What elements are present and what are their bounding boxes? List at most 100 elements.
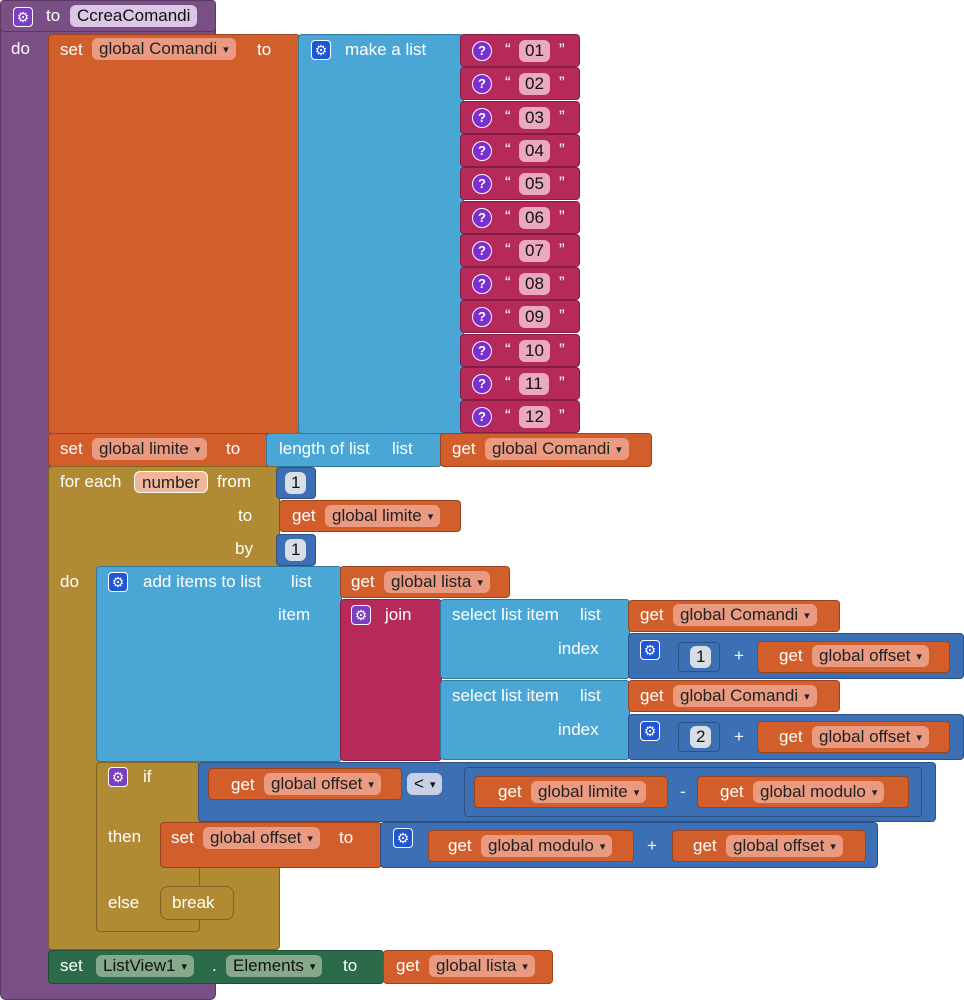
get-label: get bbox=[231, 775, 255, 794]
variable-dropdown-offset[interactable]: global offset bbox=[812, 645, 929, 667]
get-label: get bbox=[351, 572, 375, 591]
variable-dropdown-comandi[interactable]: global Comandi bbox=[92, 38, 236, 60]
text-block[interactable]: ? “ 10 ” bbox=[460, 333, 580, 367]
close-quote-icon: ” bbox=[559, 273, 565, 293]
help-icon[interactable]: ? bbox=[472, 374, 492, 394]
help-icon[interactable]: ? bbox=[472, 240, 492, 261]
to-label: to bbox=[238, 506, 253, 525]
get-label: get bbox=[396, 956, 420, 975]
variable-dropdown-limite[interactable]: global limite bbox=[92, 438, 208, 460]
variable-dropdown-modulo[interactable]: global modulo bbox=[481, 835, 613, 857]
text-field[interactable]: 09 bbox=[519, 306, 550, 329]
text-field[interactable]: 08 bbox=[519, 273, 550, 296]
set-comandi-block[interactable] bbox=[48, 34, 300, 434]
variable-dropdown-offset[interactable]: global offset bbox=[203, 827, 320, 849]
text-field[interactable]: 05 bbox=[519, 173, 550, 196]
set-label: set bbox=[60, 956, 83, 975]
text-field[interactable]: 01 bbox=[519, 40, 550, 62]
select-list-item-block-2[interactable] bbox=[440, 680, 630, 760]
number-field[interactable]: 1 bbox=[690, 646, 712, 668]
variable-dropdown-limite[interactable]: global limite bbox=[531, 781, 647, 803]
variable-dropdown-limite[interactable]: global limite bbox=[325, 505, 441, 527]
else-label: else bbox=[108, 893, 140, 912]
text-block[interactable]: ?“07” bbox=[460, 233, 580, 267]
variable-dropdown-offset[interactable]: global offset bbox=[812, 726, 929, 748]
open-quote-icon: “ bbox=[505, 339, 511, 359]
variable-dropdown-comandi[interactable]: global Comandi bbox=[673, 685, 817, 707]
help-icon[interactable]: ? bbox=[472, 140, 492, 161]
gear-icon[interactable]: ⚙ bbox=[393, 828, 413, 848]
break-block[interactable] bbox=[160, 886, 234, 920]
select-list-item-label: select list item bbox=[452, 686, 559, 705]
help-icon[interactable]: ? bbox=[472, 307, 492, 328]
plus-operator: + bbox=[734, 646, 744, 665]
gear-icon[interactable]: ⚙ bbox=[108, 572, 128, 592]
variable-dropdown-modulo[interactable]: global modulo bbox=[753, 781, 885, 803]
text-field[interactable]: 02 bbox=[519, 73, 550, 96]
help-icon[interactable]: ? bbox=[472, 207, 492, 228]
text-field[interactable]: 11 bbox=[519, 373, 549, 395]
text-block[interactable]: ?“09” bbox=[460, 300, 580, 334]
variable-dropdown-offset[interactable]: global offset bbox=[264, 773, 381, 795]
length-of-list-block[interactable] bbox=[266, 433, 442, 467]
gear-icon[interactable]: ⚙ bbox=[640, 721, 660, 741]
index-label: index bbox=[558, 639, 599, 658]
text-block[interactable]: ?“12” bbox=[460, 400, 580, 434]
component-dropdown[interactable]: ListView1 bbox=[96, 955, 194, 977]
text-block[interactable]: ?“08” bbox=[460, 267, 580, 301]
plus-operator: + bbox=[734, 727, 744, 746]
variable-dropdown-lista[interactable]: global lista bbox=[429, 955, 535, 977]
number-field[interactable]: 1 bbox=[285, 472, 307, 494]
text-block[interactable]: ?“11” bbox=[460, 367, 580, 400]
make-a-list-block[interactable] bbox=[298, 34, 464, 434]
variable-dropdown-lista[interactable]: global lista bbox=[384, 571, 490, 593]
make-a-list-label: make a list bbox=[345, 40, 427, 59]
text-field[interactable]: 07 bbox=[519, 239, 550, 262]
text-field[interactable]: 12 bbox=[519, 406, 550, 429]
to-label: to bbox=[339, 828, 354, 847]
gear-icon[interactable]: ⚙ bbox=[108, 767, 128, 787]
text-block[interactable]: ?“05” bbox=[460, 167, 580, 201]
open-quote-icon: “ bbox=[505, 139, 511, 159]
help-icon[interactable]: ? bbox=[472, 41, 492, 61]
gear-icon[interactable]: ⚙ bbox=[311, 40, 331, 60]
close-quote-icon: ” bbox=[559, 139, 565, 159]
help-icon[interactable]: ? bbox=[472, 407, 492, 428]
plus-operator: + bbox=[647, 836, 657, 855]
join-label: join bbox=[385, 605, 412, 624]
variable-dropdown-comandi[interactable]: global Comandi bbox=[673, 604, 817, 626]
text-field[interactable]: 06 bbox=[519, 206, 550, 229]
open-quote-icon: “ bbox=[505, 106, 511, 126]
text-field[interactable]: 10 bbox=[519, 339, 550, 362]
help-icon[interactable]: ? bbox=[472, 74, 492, 95]
procedure-name-field[interactable]: CcreaComandi bbox=[70, 5, 198, 27]
help-icon[interactable]: ? bbox=[472, 274, 492, 295]
gear-icon[interactable]: ⚙ bbox=[351, 605, 371, 625]
number-field[interactable]: 1 bbox=[285, 539, 307, 561]
text-block[interactable]: ?“06” bbox=[460, 200, 580, 234]
text-block[interactable]: ?“03” bbox=[460, 100, 580, 134]
text-block[interactable]: ? “ 04 ” bbox=[460, 133, 580, 167]
gear-icon[interactable]: ⚙ bbox=[13, 7, 33, 27]
number-field[interactable]: 2 bbox=[690, 726, 712, 748]
close-quote-icon: ” bbox=[559, 373, 565, 392]
property-dropdown[interactable]: Elements bbox=[226, 955, 323, 977]
add-items-to-list-block[interactable] bbox=[96, 566, 342, 762]
text-block[interactable]: ?“02” bbox=[460, 67, 580, 101]
help-icon[interactable]: ? bbox=[472, 174, 492, 195]
compare-operator-dropdown[interactable]: < bbox=[407, 773, 443, 795]
variable-dropdown-offset[interactable]: global offset bbox=[726, 835, 843, 857]
gear-icon[interactable]: ⚙ bbox=[640, 640, 660, 660]
close-quote-icon: ” bbox=[559, 339, 565, 359]
text-field[interactable]: 04 bbox=[519, 139, 550, 162]
help-icon[interactable]: ? bbox=[472, 340, 492, 361]
text-block[interactable]: ?“01” bbox=[460, 34, 580, 67]
variable-dropdown-comandi[interactable]: global Comandi bbox=[485, 438, 629, 460]
text-field[interactable]: 03 bbox=[519, 106, 550, 129]
select-list-item-block-1[interactable] bbox=[440, 599, 630, 679]
help-icon[interactable]: ? bbox=[472, 107, 492, 128]
get-label: get bbox=[779, 646, 803, 665]
loop-variable-field[interactable]: number bbox=[134, 471, 208, 493]
add-items-label: add items to list bbox=[143, 572, 262, 591]
open-quote-icon: “ bbox=[505, 40, 511, 59]
